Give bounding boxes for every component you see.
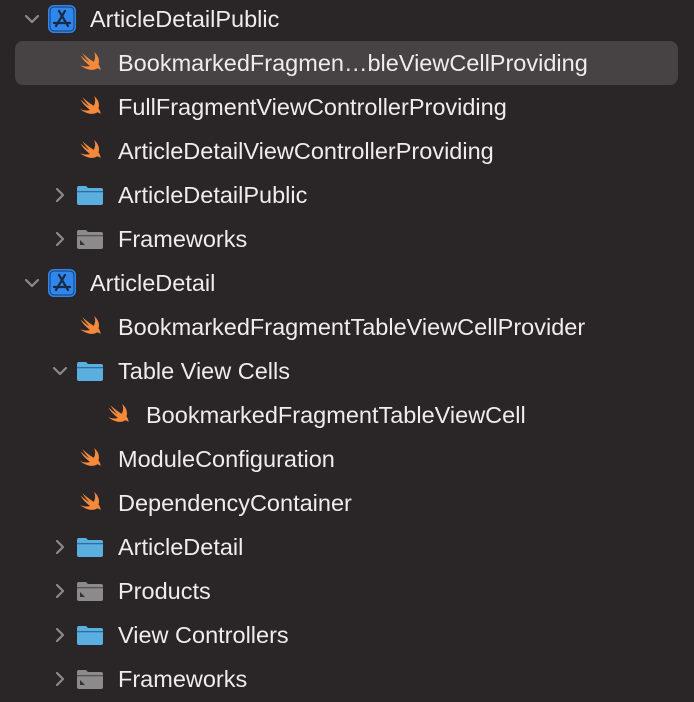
swift-icon xyxy=(75,488,105,518)
chevron-down-icon[interactable] xyxy=(21,8,43,30)
folder-gray-icon xyxy=(75,224,105,254)
swift-icon xyxy=(75,136,105,166)
tree-row[interactable]: View Controllers xyxy=(0,613,694,657)
swift-icon xyxy=(75,312,105,342)
app-target-icon xyxy=(47,4,77,34)
tree-row[interactable]: Products xyxy=(0,569,694,613)
tree-row-label: DependencyContainer xyxy=(118,490,352,516)
swift-icon xyxy=(75,92,105,122)
chevron-right-icon[interactable] xyxy=(49,228,71,250)
tree-row[interactable]: ArticleDetail xyxy=(0,525,694,569)
tree-row[interactable]: BookmarkedFragmentTableViewCell xyxy=(0,393,694,437)
tree-row-label: ArticleDetailPublic xyxy=(118,182,308,208)
tree-row[interactable]: FullFragmentViewControllerProviding xyxy=(0,85,694,129)
folder-blue-icon xyxy=(75,532,105,562)
folder-blue-icon xyxy=(75,620,105,650)
tree-row-label: ModuleConfiguration xyxy=(118,446,335,472)
chevron-right-icon[interactable] xyxy=(49,536,71,558)
chevron-down-icon[interactable] xyxy=(49,360,71,382)
app-target-icon xyxy=(47,268,77,298)
tree-row-label: ArticleDetailViewControllerProviding xyxy=(118,138,494,164)
swift-icon xyxy=(103,400,133,430)
tree-row[interactable]: ModuleConfiguration xyxy=(0,437,694,481)
tree-row-label: BookmarkedFragmentTableViewCell xyxy=(146,402,526,428)
swift-icon xyxy=(75,444,105,474)
folder-gray-icon xyxy=(75,576,105,606)
folder-gray-icon xyxy=(75,664,105,694)
tree-row-label: ArticleDetail xyxy=(90,270,216,296)
folder-blue-icon xyxy=(75,356,105,386)
chevron-right-icon[interactable] xyxy=(49,668,71,690)
tree-row-label: BookmarkedFragmentTableViewCellProvider xyxy=(118,314,586,340)
chevron-right-icon[interactable] xyxy=(49,580,71,602)
tree-row[interactable]: ArticleDetail xyxy=(0,261,694,305)
chevron-right-icon[interactable] xyxy=(49,624,71,646)
tree-row[interactable]: BookmarkedFragmen…bleViewCellProviding xyxy=(0,41,694,85)
folder-blue-icon xyxy=(75,180,105,210)
tree-row-label: View Controllers xyxy=(118,622,289,648)
swift-icon xyxy=(75,48,105,78)
tree-row-label: Frameworks xyxy=(118,226,248,252)
tree-row[interactable]: ArticleDetailPublic xyxy=(0,173,694,217)
tree-row[interactable]: Table View Cells xyxy=(0,349,694,393)
chevron-right-icon[interactable] xyxy=(49,184,71,206)
tree-row[interactable]: DependencyContainer xyxy=(0,481,694,525)
tree-row[interactable]: ArticleDetailPublic xyxy=(0,0,694,41)
tree-row[interactable]: Frameworks xyxy=(0,217,694,261)
tree-row-label: Frameworks xyxy=(118,666,248,692)
tree-row-label: ArticleDetail xyxy=(118,534,244,560)
tree-row-label: Products xyxy=(118,578,211,604)
chevron-down-icon[interactable] xyxy=(21,272,43,294)
tree-row[interactable]: BookmarkedFragmentTableViewCellProvider xyxy=(0,305,694,349)
tree-row-label: BookmarkedFragmen…bleViewCellProviding xyxy=(118,50,588,76)
tree-row-label: Table View Cells xyxy=(118,358,290,384)
tree-row[interactable]: ArticleDetailViewControllerProviding xyxy=(0,129,694,173)
tree-row-label: ArticleDetailPublic xyxy=(90,6,280,32)
tree-row-label: FullFragmentViewControllerProviding xyxy=(118,94,507,120)
tree-row[interactable]: Frameworks xyxy=(0,657,694,701)
